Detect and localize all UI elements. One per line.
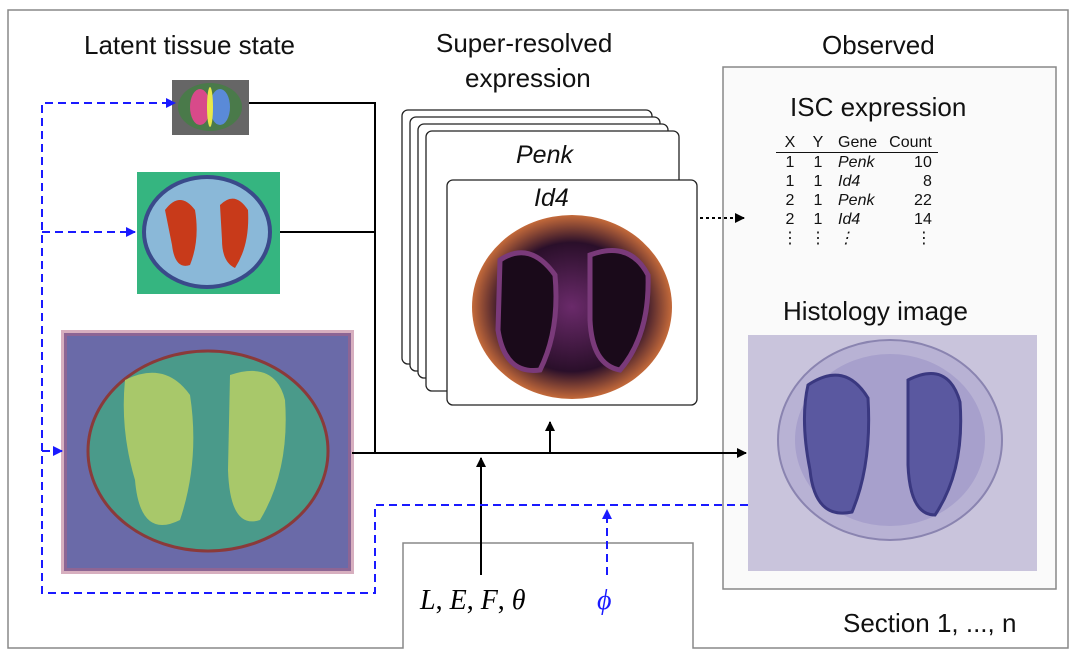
param-f: F xyxy=(480,585,498,616)
dashed-connectors xyxy=(41,98,748,594)
table-row: 1 1 Id4 8 xyxy=(785,173,932,190)
table-row: 2 1 Penk 22 xyxy=(785,192,932,209)
table-row: 2 1 Id4 14 xyxy=(785,211,932,228)
ellipsis-row: ⋮ ⋮ ⋮ ⋮ xyxy=(782,230,932,247)
col-gene: Gene xyxy=(832,133,884,153)
table-row: 1 1 Penk 10 xyxy=(785,154,932,171)
param-l: L xyxy=(420,585,436,616)
super-resolved-heading: Super-resolved xyxy=(436,28,613,58)
col-count: Count xyxy=(883,133,938,153)
latent-image-medium xyxy=(137,172,280,294)
solid-connectors xyxy=(249,102,747,575)
histology-title: Histology image xyxy=(783,296,968,326)
param-phi: ϕ xyxy=(597,585,612,616)
col-y: Y xyxy=(804,133,832,153)
col-x: X xyxy=(776,133,804,153)
isc-table: X Y Gene Count 1 1 Penk 10 1 1 Id4 8 2 1… xyxy=(776,133,938,248)
id4-expression-image xyxy=(472,215,672,399)
histology-image xyxy=(748,335,1037,571)
super-resolved-heading-line2: expression xyxy=(465,63,591,93)
observed-heading: Observed xyxy=(822,30,935,60)
isc-header-row: X Y Gene Count xyxy=(776,133,938,153)
latent-image-large xyxy=(61,330,354,574)
penk-label: Penk xyxy=(516,141,573,169)
id4-label: Id4 xyxy=(534,184,569,212)
section-label: Section 1, ..., n xyxy=(843,608,1017,638)
latent-heading: Latent tissue state xyxy=(84,30,296,60)
param-theta: θ xyxy=(511,585,526,616)
param-e: E xyxy=(449,585,467,616)
section-frame xyxy=(7,9,1069,649)
isc-title: ISC expression xyxy=(790,92,967,122)
latent-image-small xyxy=(172,80,249,135)
model-params: L, E, F, θ xyxy=(420,585,526,616)
